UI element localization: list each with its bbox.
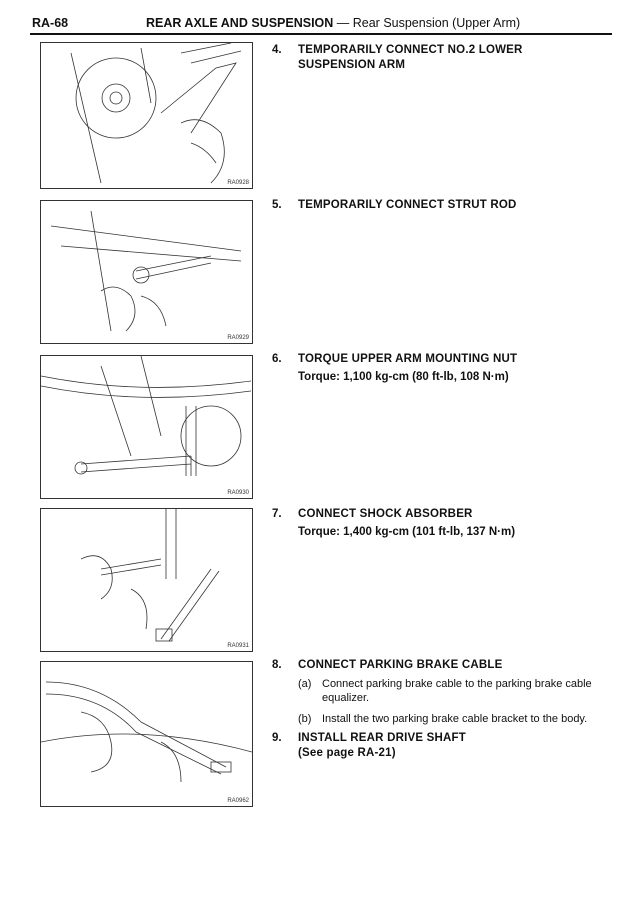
section-title: REAR AXLE AND SUSPENSION [146, 16, 334, 30]
page-header: RA-68 REAR AXLE AND SUSPENSION — Rear Su… [32, 16, 608, 32]
substep-text: Install the two parking brake cable brac… [322, 713, 588, 725]
page-title: REAR AXLE AND SUSPENSION — Rear Suspensi… [146, 16, 520, 30]
figure-code: RA0928 [227, 180, 249, 186]
step-4: 4. TEMPORARILY CONNECT NO.2 LOWER SUSPEN… [272, 43, 602, 73]
step-number: 9. [272, 732, 282, 744]
figure-code: RA0962 [227, 798, 249, 804]
header-rule [30, 33, 612, 35]
illustration-upper-arm-nut [41, 356, 252, 476]
torque-spec: Torque: 1,400 kg-cm (101 ft-lb, 137 N·m) [298, 526, 516, 538]
step-number: 6. [272, 353, 282, 365]
figure-upper-arm-nut: RA0930 [40, 355, 253, 499]
subsection-title: Rear Suspension (Upper Arm) [352, 16, 521, 30]
step-8: 8. CONNECT PARKING BRAKE CABLE (a) Connec… [272, 658, 602, 726]
substep-label: (a) [298, 678, 312, 690]
illustration-parking-brake-cable [41, 681, 252, 783]
substep-label: (b) [298, 713, 312, 725]
step-title: TEMPORARILY CONNECT STRUT ROD [298, 199, 517, 211]
step-number: 4. [272, 44, 282, 56]
step-5: 5. TEMPORARILY CONNECT STRUT ROD [272, 198, 602, 213]
step-title: TEMPORARILY CONNECT NO.2 LOWER SUSPENSIO… [298, 44, 523, 71]
substep-text: Connect parking brake cable to the parki… [322, 678, 592, 704]
step-title: CONNECT PARKING BRAKE CABLE [298, 659, 503, 671]
figure-strut-rod: RA0929 [40, 200, 253, 344]
step-number: 7. [272, 508, 282, 520]
figure-shock-absorber: RA0931 [40, 508, 253, 652]
illustration-strut-rod [50, 210, 242, 332]
step-number: 8. [272, 659, 282, 671]
substep-b: (b) Install the two parking brake cable b… [298, 712, 602, 726]
step-6: 6. TORQUE UPPER ARM MOUNTING NUT Torque:… [272, 352, 602, 385]
title-separator: — [333, 16, 353, 30]
step-7: 7. CONNECT SHOCK ABSORBER Torque: 1,400 … [272, 507, 602, 540]
figure-parking-brake-cable: RA0962 [40, 661, 253, 807]
step-title: INSTALL REAR DRIVE SHAFT [298, 732, 466, 744]
torque-spec: Torque: 1,100 kg-cm (80 ft-lb, 108 N·m) [298, 371, 509, 383]
step-title: TORQUE UPPER ARM MOUNTING NUT [298, 353, 518, 365]
figure-code: RA0931 [227, 643, 249, 649]
step-9: 9. INSTALL REAR DRIVE SHAFT (See page RA… [272, 731, 602, 761]
illustration-lower-arm [70, 43, 242, 184]
figure-code: RA0929 [227, 335, 249, 341]
page-number: RA-68 [32, 16, 69, 30]
step-title: CONNECT SHOCK ABSORBER [298, 508, 473, 520]
illustration-shock-absorber [80, 509, 220, 642]
page-reference: (See page RA-21) [298, 747, 396, 759]
substep-a: (a) Connect parking brake cable to the pa… [298, 677, 602, 705]
step-number: 5. [272, 199, 282, 211]
figure-lower-arm: RA0928 [40, 42, 253, 189]
figure-code: RA0930 [227, 490, 249, 496]
